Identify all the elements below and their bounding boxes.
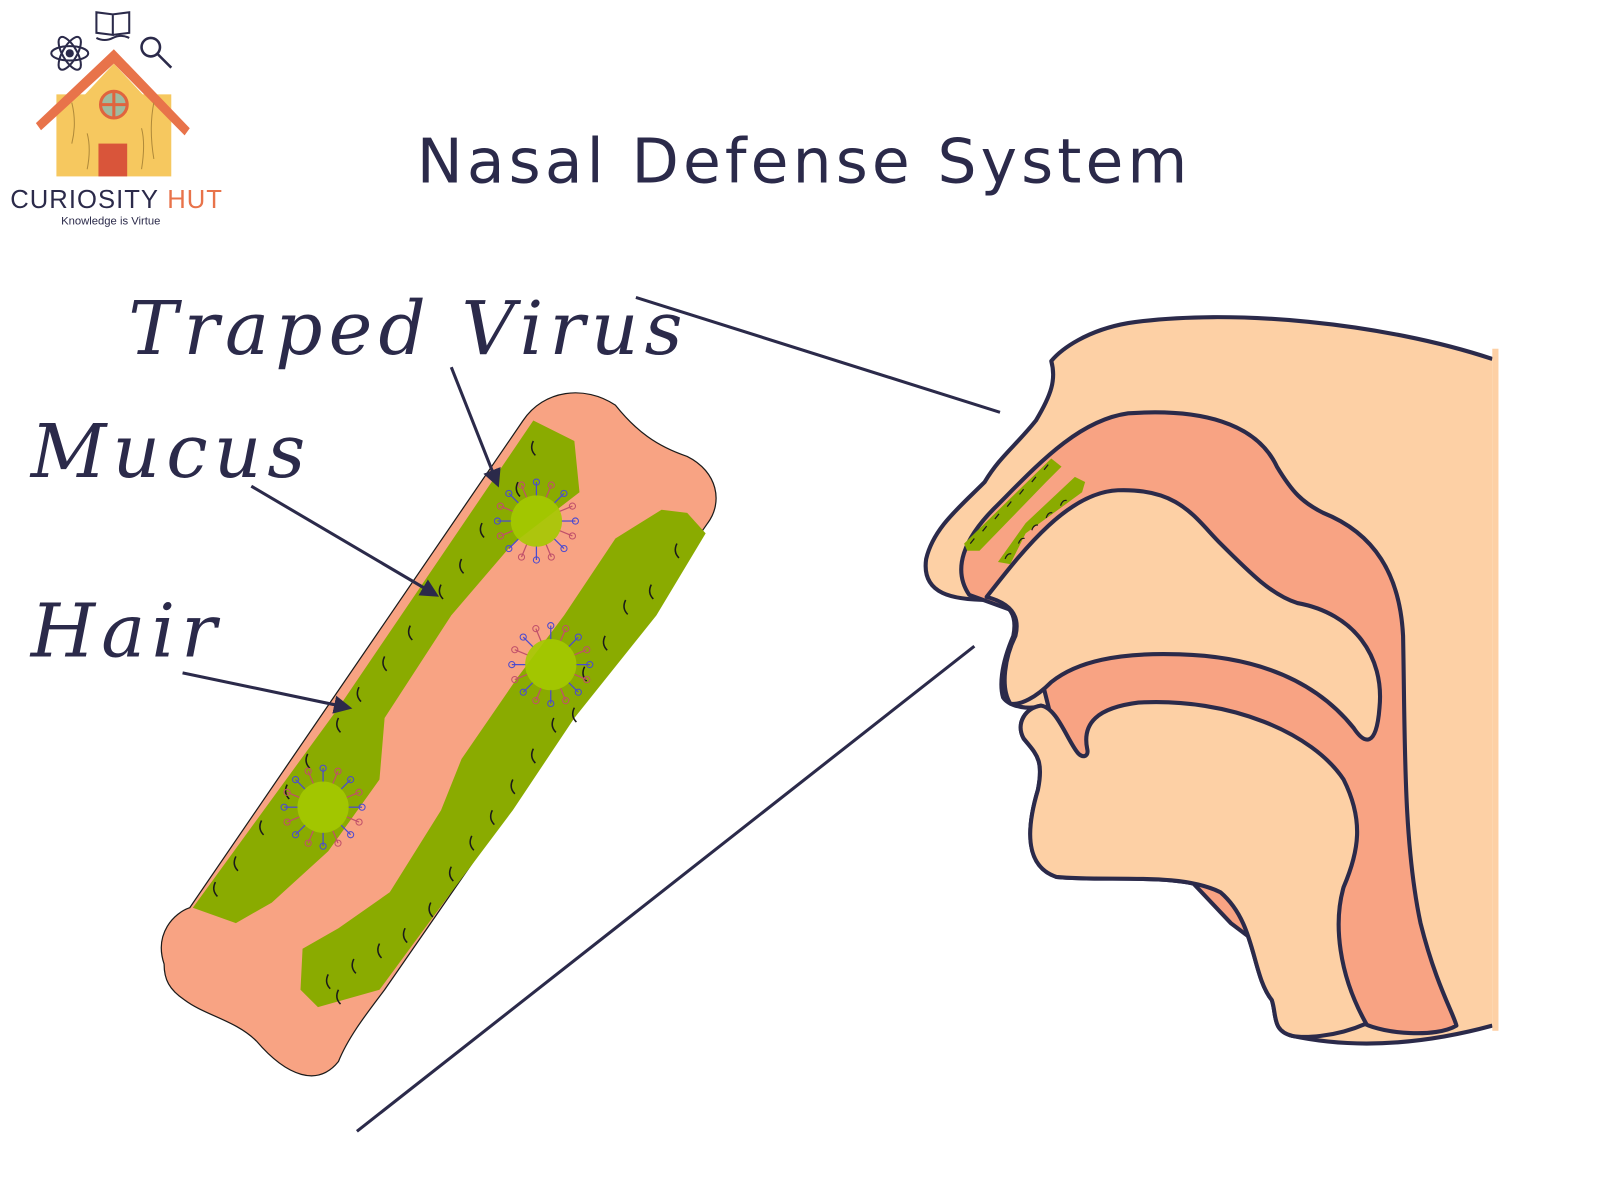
magnifier-icon: [140, 36, 173, 69]
hair-strand: [515, 481, 521, 497]
hair-strand: [571, 707, 577, 723]
virus-particle: [508, 622, 594, 708]
brand-name: CURIOSITY: [10, 186, 159, 214]
hair-strand: [438, 584, 444, 600]
curiosity-hut-logo: CURIOSITY HUT Knowledge is Virtue: [10, 11, 223, 228]
hair-strand: [602, 635, 608, 651]
hair-strand: [582, 666, 588, 682]
hair-strand: [448, 866, 454, 882]
hair-strand: [530, 748, 536, 764]
hair-strand: [402, 927, 408, 944]
zoom-guide-line-bottom: [355, 644, 976, 1133]
hair-strand: [428, 902, 434, 918]
hair-strand: [407, 625, 413, 641]
hair-strand: [336, 717, 342, 733]
hair-strand: [259, 820, 265, 836]
label-mucus: Mucus: [29, 409, 312, 495]
palate: [984, 488, 1383, 742]
book-icon: [95, 11, 131, 42]
jaw-tongue: [1018, 700, 1369, 1039]
arrow-hair: [182, 671, 353, 714]
head-cross-section: [923, 315, 1499, 1046]
atom-icon: [50, 35, 90, 71]
hair-strand: [551, 717, 557, 733]
hair-strand: [469, 835, 475, 851]
zoom-guide-line-top: [635, 295, 1001, 414]
arrow-traped-virus: [449, 366, 501, 488]
hair-strand: [530, 440, 536, 456]
hair-strand: [623, 599, 629, 615]
brand-tagline: Knowledge is Virtue: [61, 216, 160, 228]
arrow-mucus: [250, 484, 440, 597]
hair-strand: [479, 522, 485, 538]
hair-strand: [459, 558, 465, 574]
nasal-mucus-upper: [964, 458, 1062, 551]
hair-strand: [674, 543, 680, 559]
page-title: Nasal Defense System: [417, 126, 1192, 198]
virus-particle: [280, 764, 366, 850]
hair-strand: [336, 989, 342, 1005]
hair-strand: [648, 584, 654, 600]
nasal-hairs: [969, 464, 1067, 560]
hair-strand: [284, 784, 290, 800]
brand-name-accent: HUT: [167, 186, 223, 214]
virus-particle: [493, 478, 579, 564]
magnified-airway: [160, 392, 717, 1077]
hair-strand: [233, 856, 239, 872]
mucus-layer-left: [192, 420, 580, 924]
hair-strand: [382, 656, 388, 672]
hair-strand: [489, 809, 495, 826]
hair-strand: [356, 686, 362, 703]
hair-strand: [510, 779, 516, 795]
label-traped-virus: Traped Virus: [128, 286, 688, 372]
hair-strand: [377, 943, 383, 959]
hair-strand: [212, 881, 219, 897]
mucus-layer-right: [300, 509, 706, 1008]
hair-strand: [325, 974, 331, 990]
label-hair: Hair: [29, 588, 223, 674]
nasal-mucus-lower: [997, 476, 1086, 565]
hair-strand: [305, 753, 311, 769]
house-icon: [35, 49, 190, 177]
hair-strand: [351, 958, 357, 974]
